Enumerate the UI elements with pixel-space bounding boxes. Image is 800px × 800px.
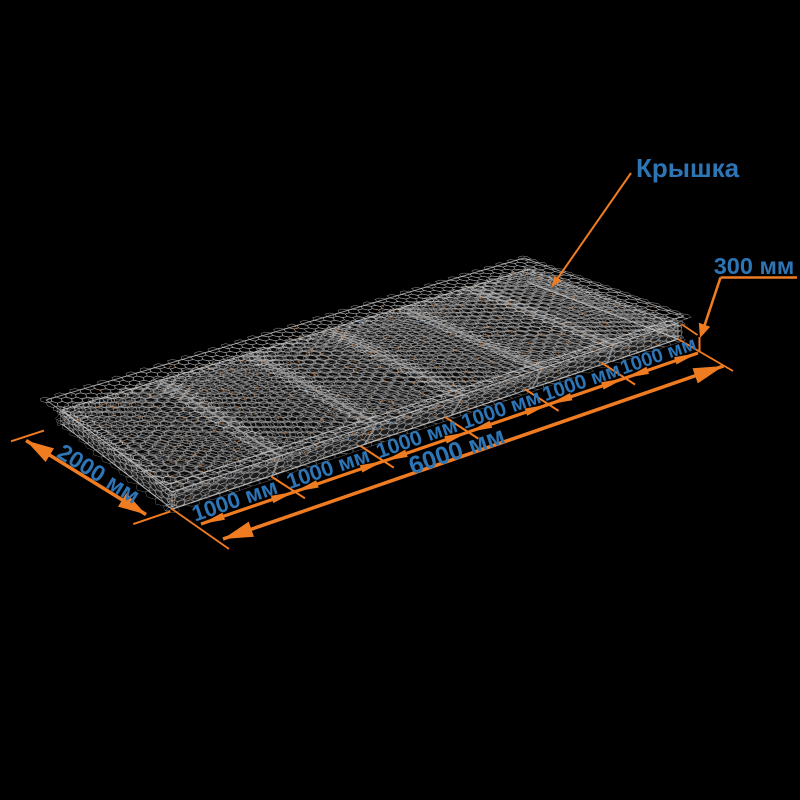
svg-text:300 мм: 300 мм (714, 253, 795, 279)
svg-text:Крышка: Крышка (636, 153, 740, 183)
